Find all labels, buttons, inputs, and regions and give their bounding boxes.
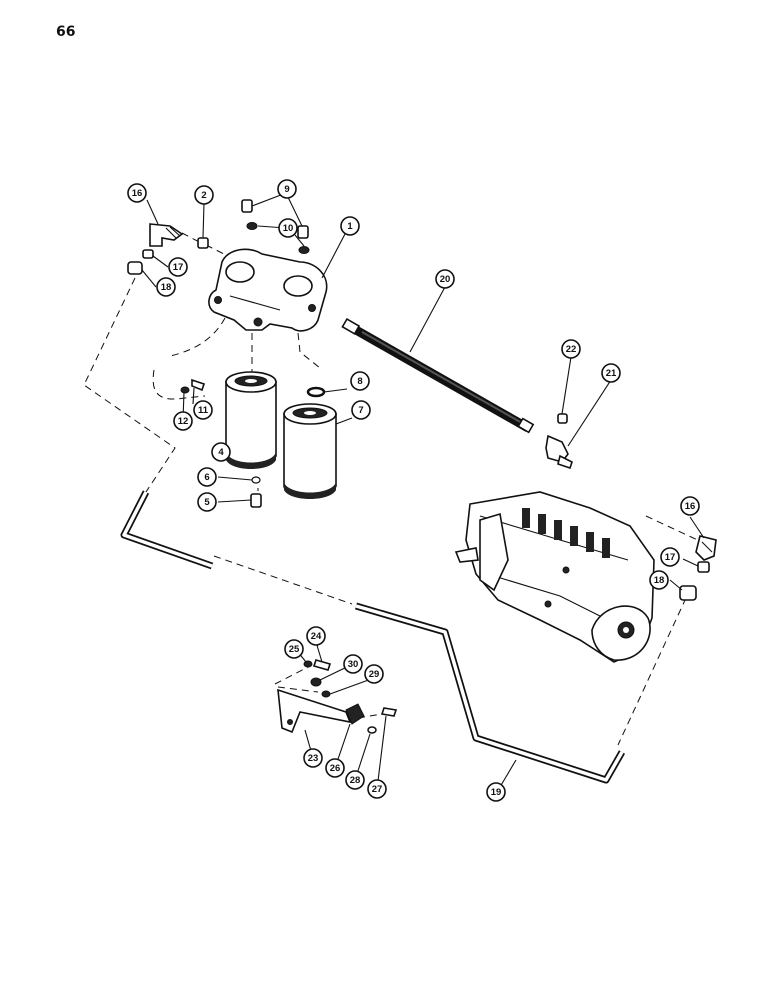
callout-number: 18 bbox=[654, 575, 665, 586]
callout-9: 9 bbox=[277, 179, 297, 199]
callout-number: 17 bbox=[173, 262, 184, 273]
callout-number: 23 bbox=[308, 753, 319, 764]
fuel-hose-20 bbox=[341, 317, 535, 434]
washer-29 bbox=[321, 690, 331, 698]
callout-number: 16 bbox=[132, 188, 143, 199]
callout-number: 7 bbox=[358, 405, 363, 416]
callout-5: 5 bbox=[197, 492, 217, 512]
callout-leaders bbox=[141, 192, 705, 793]
callout-number: 18 bbox=[161, 282, 172, 293]
callout-24: 24 bbox=[306, 626, 326, 646]
callout-12: 12 bbox=[173, 411, 193, 431]
callout-number: 4 bbox=[218, 447, 224, 458]
callout-17: 17 bbox=[168, 257, 188, 277]
o-ring-8 bbox=[306, 386, 326, 398]
dashed-connection-lines bbox=[83, 232, 705, 746]
callout-11: 11 bbox=[193, 400, 213, 420]
callout-number: 22 bbox=[566, 344, 577, 355]
fuel-line-19 bbox=[120, 490, 626, 784]
injection-pump bbox=[454, 491, 655, 663]
callout-number: 17 bbox=[665, 552, 676, 563]
callout-2: 2 bbox=[194, 185, 214, 205]
elbow-fitting-right bbox=[679, 535, 717, 601]
washers-10 bbox=[246, 222, 310, 254]
callout-20: 20 bbox=[435, 269, 455, 289]
callout-4: 4 bbox=[211, 442, 231, 462]
callout-16: 16 bbox=[127, 183, 147, 203]
washer-28 bbox=[367, 726, 377, 734]
callout-10: 10 bbox=[278, 218, 298, 238]
callout-number: 9 bbox=[284, 184, 289, 195]
banjo-fitting-21 bbox=[545, 434, 573, 470]
bolt-27 bbox=[380, 707, 398, 717]
callout-number: 30 bbox=[348, 659, 359, 670]
callout-number: 28 bbox=[350, 775, 361, 786]
callout-number: 6 bbox=[204, 472, 209, 483]
page-number: 66 bbox=[56, 24, 76, 40]
washer-25 bbox=[303, 660, 313, 668]
callout-labels: 1245678910111216171816171819202122232425… bbox=[127, 179, 700, 802]
callout-21: 21 bbox=[601, 363, 621, 383]
elbow-fitting-left bbox=[127, 223, 184, 275]
callout-17: 17 bbox=[660, 547, 680, 567]
callout-number: 24 bbox=[311, 631, 322, 642]
bolt-24 bbox=[312, 659, 332, 671]
callout-number: 12 bbox=[178, 416, 189, 427]
plug-22 bbox=[557, 413, 568, 424]
callout-number: 20 bbox=[440, 274, 451, 285]
washer-12 bbox=[180, 386, 190, 394]
filter-head bbox=[208, 248, 328, 332]
callout-18: 18 bbox=[156, 277, 176, 297]
callout-number: 25 bbox=[289, 644, 300, 655]
callout-26: 26 bbox=[325, 758, 345, 778]
plug-2 bbox=[197, 237, 209, 249]
callout-number: 2 bbox=[201, 190, 206, 201]
callout-23: 23 bbox=[303, 748, 323, 768]
callout-22: 22 bbox=[561, 339, 581, 359]
bolt-11 bbox=[191, 378, 206, 392]
callout-18: 18 bbox=[649, 570, 669, 590]
callout-number: 1 bbox=[347, 221, 353, 232]
o-ring-6 bbox=[251, 476, 261, 484]
callout-number: 26 bbox=[330, 763, 341, 774]
callout-number: 21 bbox=[606, 368, 617, 379]
callout-number: 11 bbox=[198, 405, 209, 416]
nut-30 bbox=[310, 677, 322, 687]
callout-30: 30 bbox=[343, 654, 363, 674]
callout-number: 29 bbox=[369, 669, 380, 680]
callout-7: 7 bbox=[351, 400, 371, 420]
drain-plug-5 bbox=[250, 493, 262, 508]
callout-number: 5 bbox=[204, 497, 210, 508]
bracket-23 bbox=[277, 688, 352, 734]
filter-element-7 bbox=[283, 403, 337, 499]
callout-29: 29 bbox=[364, 664, 384, 684]
callout-6: 6 bbox=[197, 467, 217, 487]
callout-number: 19 bbox=[491, 787, 502, 798]
screws-9 bbox=[241, 199, 309, 239]
callout-1: 1 bbox=[340, 216, 360, 236]
callout-number: 16 bbox=[685, 501, 696, 512]
callout-16: 16 bbox=[680, 496, 700, 516]
clip-26 bbox=[345, 703, 365, 725]
callout-number: 10 bbox=[283, 223, 294, 234]
callout-19: 19 bbox=[486, 782, 506, 802]
callout-8: 8 bbox=[350, 371, 370, 391]
callout-25: 25 bbox=[284, 639, 304, 659]
callout-28: 28 bbox=[345, 770, 365, 790]
filter-element-4 bbox=[225, 371, 277, 469]
callout-27: 27 bbox=[367, 779, 387, 799]
callout-number: 27 bbox=[372, 784, 383, 795]
callout-number: 8 bbox=[357, 376, 362, 387]
